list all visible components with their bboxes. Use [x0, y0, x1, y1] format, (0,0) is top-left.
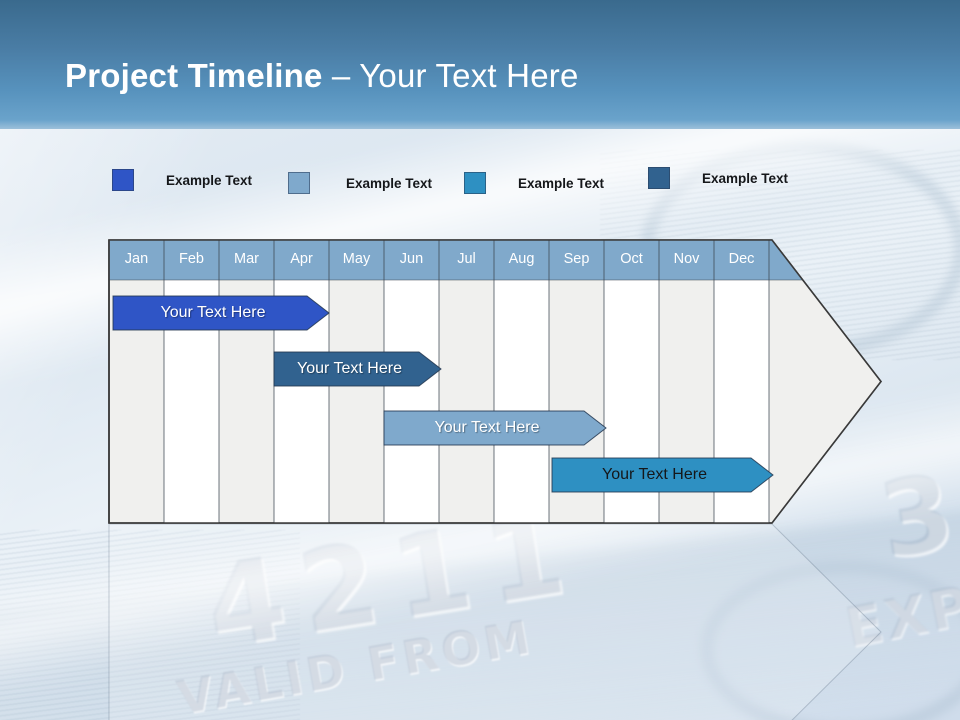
month-label-feb: Feb [179, 251, 204, 267]
page-title-rest: – Your Text Here [322, 57, 579, 94]
timeline-bar-label-1: Your Text Here [160, 304, 266, 321]
legend-swatch-4 [648, 167, 670, 189]
month-label-nov: Nov [673, 251, 700, 267]
timeline-bar-3[interactable]: Your Text Here [383, 410, 607, 446]
timeline-bar-shape [383, 410, 607, 446]
month-label-apr: Apr [290, 251, 313, 267]
timeline-bar-shape [112, 295, 330, 331]
timeline-chart: Jan Feb Mar Apr May Jun Jul Aug Sep Oct Nov Dec You… [108, 239, 883, 524]
month-header-band [109, 240, 803, 280]
page-title: Project Timeline – Your Text Here [65, 57, 579, 95]
legend-swatch-2 [288, 172, 310, 194]
legend-label-2: Example Text [346, 175, 433, 191]
timeline-bar-label-4: Your Text Here [602, 466, 707, 483]
month-label-jun: Jun [399, 251, 424, 267]
legend-label-3: Example Text [518, 175, 605, 191]
month-label-may: May [342, 251, 371, 267]
timeline-bar-shape [273, 351, 442, 387]
legend-item-2: Example Text [288, 172, 432, 194]
timeline-arrow-outline [108, 239, 883, 524]
timeline-bar-4[interactable]: Your Text Here [551, 457, 774, 493]
month-label-aug: Aug [508, 251, 535, 267]
column-band [494, 280, 549, 523]
legend-swatch-1 [112, 169, 134, 191]
month-label-jan: Jan [124, 251, 149, 267]
legend-swatch-3 [464, 172, 486, 194]
month-label-mar: Mar [234, 251, 259, 267]
timeline-bar-1[interactable]: Your Text Here [112, 295, 330, 331]
legend-item-1: Example Text [112, 169, 252, 191]
legend-item-4: Example Text [648, 167, 788, 189]
timeline-bar-2[interactable]: Your Text Here [273, 351, 442, 387]
column-band [384, 280, 439, 523]
month-label-jul: Jul [457, 251, 476, 267]
title-banner: Project Timeline – Your Text Here [0, 0, 960, 129]
month-label-sep: Sep [563, 251, 590, 267]
legend-item-3: Example Text [464, 172, 604, 194]
month-label-oct: Oct [620, 251, 643, 267]
month-label-dec: Dec [728, 251, 755, 267]
timeline-bar-label-3: Your Text Here [434, 419, 540, 436]
timeline-bar-label-2: Your Text Here [297, 360, 402, 377]
page-title-bold: Project Timeline [65, 57, 323, 94]
legend-label-1: Example Text [166, 172, 253, 188]
legend-label-4: Example Text [702, 170, 789, 186]
timeline-bar-shape [551, 457, 774, 493]
